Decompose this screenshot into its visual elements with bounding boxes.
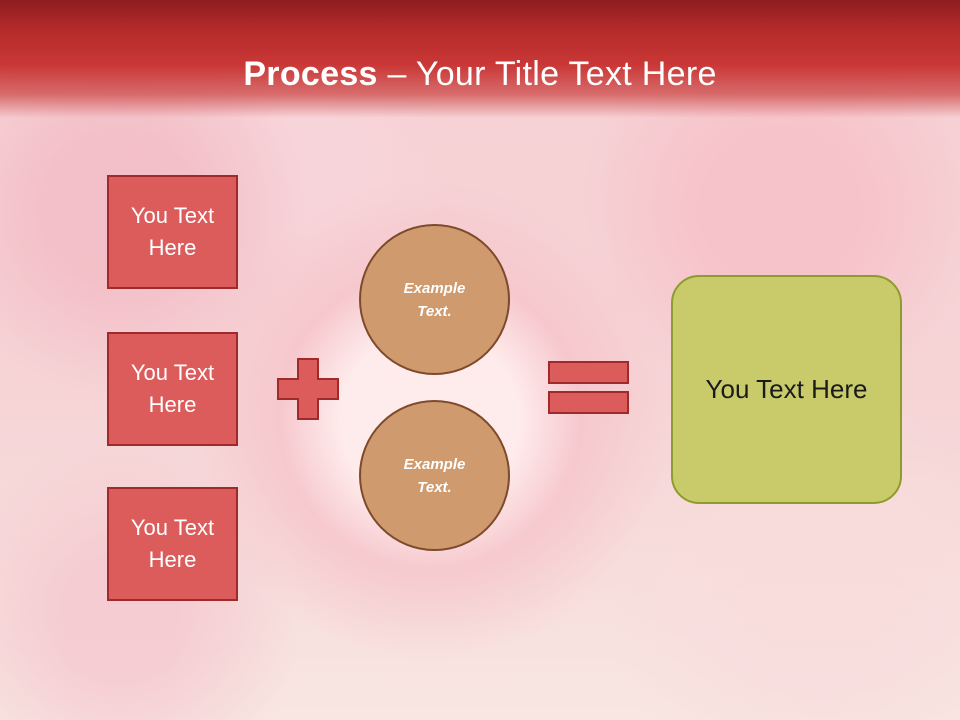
example-circle-2-line2: Text. [417, 478, 452, 496]
example-circle-1-line2: Text. [417, 302, 452, 320]
title-rest: – Your Title Text Here [377, 55, 717, 93]
result-label: You Text Here [705, 374, 868, 404]
equals-icon [548, 361, 629, 414]
result-box: You Text Here [671, 275, 902, 504]
example-circle-2: Example Text. [359, 400, 510, 551]
text-box-2: You Text Here [107, 332, 238, 446]
text-box-1: You Text Here [107, 175, 238, 289]
text-box-1-line2: Here [148, 235, 197, 260]
example-circle-2-line1: Example [403, 455, 466, 473]
example-circle-1-line1: Example [403, 279, 466, 297]
text-box-2-line2: Here [148, 392, 197, 417]
title-bold: Process [243, 55, 378, 93]
slide-title: Process – Your Title Text Here [0, 52, 960, 96]
text-box-1-line1: You Text [130, 203, 215, 228]
text-box-3: You Text Here [107, 487, 238, 601]
text-box-2-line1: You Text [130, 360, 215, 385]
text-box-3-line2: Here [148, 547, 197, 572]
plus-icon [277, 358, 339, 420]
example-circle-1: Example Text. [359, 224, 510, 375]
text-box-3-line1: You Text [130, 515, 215, 540]
title-bar [0, 0, 960, 118]
